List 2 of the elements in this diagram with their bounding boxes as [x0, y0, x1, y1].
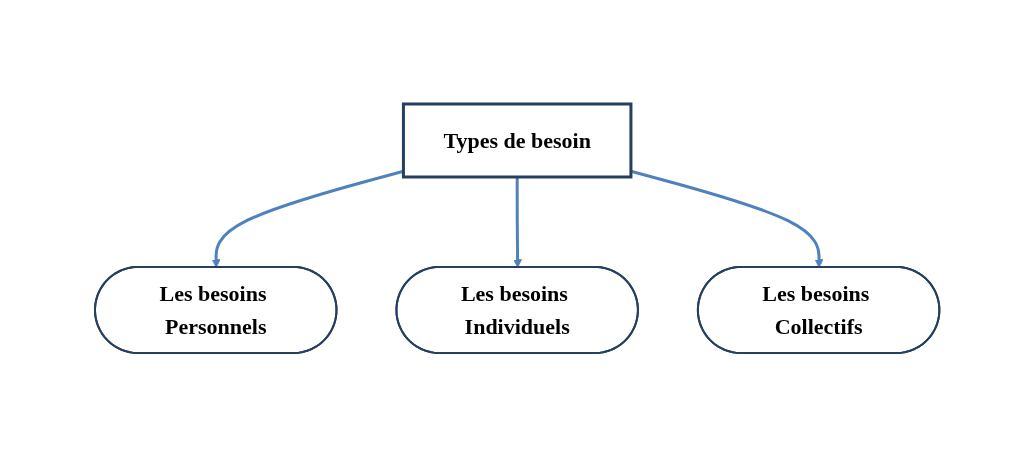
arrow [513, 177, 523, 268]
node-box: Types de besoin [402, 102, 633, 179]
